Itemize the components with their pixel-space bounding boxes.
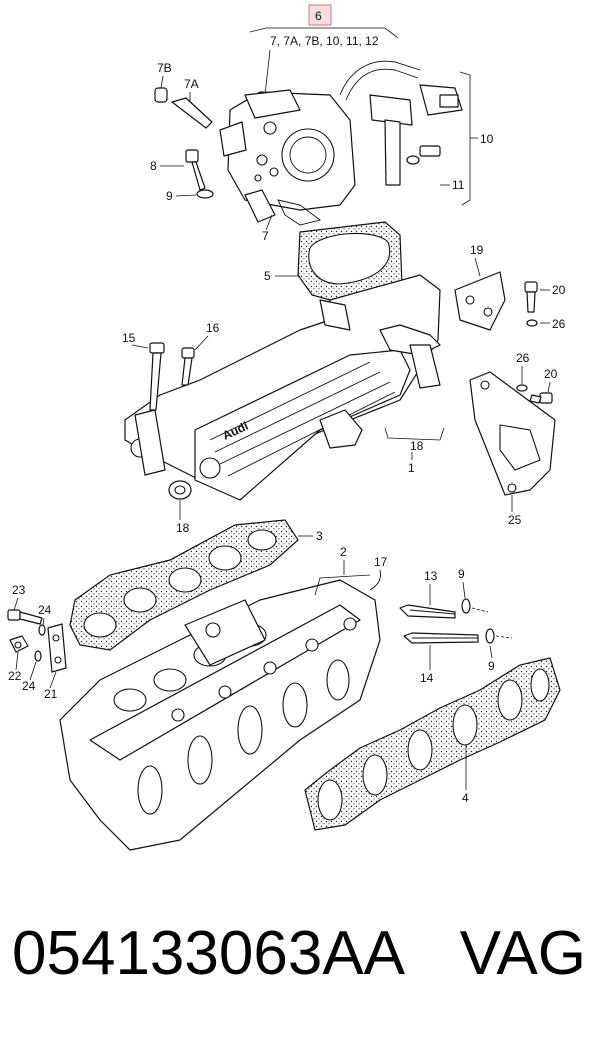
- callout-24-label-top: 24: [38, 603, 52, 617]
- callout-8-label: 8: [150, 159, 157, 173]
- gasket-3: 3: [69, 519, 323, 651]
- callout-23-label: 23: [12, 583, 26, 597]
- callout-7a-label: 7A: [184, 77, 199, 91]
- part-number: 054133063AA: [12, 919, 406, 988]
- exploded-parts-diagram: 6 7, 7A, 7B, 10, 11, 12 7B 7A 8 9: [7, 4, 566, 851]
- callout-19-label: 19: [470, 243, 484, 257]
- upper-intake-manifold-1: Audi: [124, 274, 441, 501]
- connector-10-bracket-11: 10 11: [339, 60, 494, 206]
- callout-18-label-top: 18: [410, 439, 424, 453]
- callout-15-label: 15: [122, 331, 136, 345]
- callout-6-label: 6: [315, 9, 322, 23]
- callout-14-label: 14: [420, 671, 434, 685]
- gasket-4: 4: [304, 657, 561, 831]
- callout-13-label: 13: [424, 569, 438, 583]
- callout-18-label-bottom: 18: [176, 521, 190, 535]
- lower-intake-manifold-2: 2 17: [59, 545, 388, 851]
- callout-26-label-top: 26: [552, 317, 566, 331]
- callout-3-label: 3: [316, 529, 323, 543]
- callout-20-label-mid: 20: [544, 367, 558, 381]
- callout-7-label: 7: [262, 229, 269, 243]
- bracket-19-bolt-20: 19 20 26: [454, 243, 566, 331]
- callout-2-label: 2: [340, 545, 347, 559]
- callout-20-label-top: 20: [552, 283, 566, 297]
- hardware-21-24: 23 22 24 24 21: [7, 583, 67, 701]
- callout-9-label-upper: 9: [458, 567, 465, 581]
- callout-24-label-bottom: 24: [22, 679, 36, 693]
- callout-18-bracket: [384, 427, 445, 441]
- callout-6-highlight-box[interactable]: [308, 4, 332, 26]
- bracket-25: 25 26 20: [469, 351, 558, 527]
- callout-11-label: 11: [452, 178, 465, 192]
- gasket-5: 5: [264, 221, 403, 301]
- throttle-body: [219, 89, 356, 226]
- callout-9-label-lower: 9: [488, 659, 495, 673]
- bolt-8-washer-9: 8 9: [150, 149, 214, 203]
- callout-1-label: 1: [408, 461, 415, 475]
- callout-10-label: 10: [480, 132, 494, 146]
- callout-25-label: 25: [508, 513, 522, 527]
- callout-22-label: 22: [8, 669, 22, 683]
- bolts-15-16: 15 16: [122, 321, 220, 411]
- studs-13-14: 13 9 9 14: [399, 567, 513, 685]
- callout-9-label-top: 9: [166, 189, 173, 203]
- callout-4-label: 4: [462, 791, 469, 805]
- brand-name: VAG: [459, 919, 586, 988]
- callout-6-group-label: 7, 7A, 7B, 10, 11, 12: [270, 34, 379, 48]
- callout-7b-label: 7B: [157, 61, 172, 75]
- callout-5-label: 5: [264, 269, 271, 283]
- callout-6-group: 6 7, 7A, 7B, 10, 11, 12: [249, 4, 399, 96]
- callout-16-label: 16: [206, 321, 220, 335]
- callout-21-label: 21: [44, 687, 58, 701]
- sensor-7b-7a: 7B 7A: [154, 61, 213, 129]
- o-ring-18: 18: [168, 480, 192, 535]
- callout-17-label: 17: [374, 555, 388, 569]
- callout-26-label-mid: 26: [516, 351, 530, 365]
